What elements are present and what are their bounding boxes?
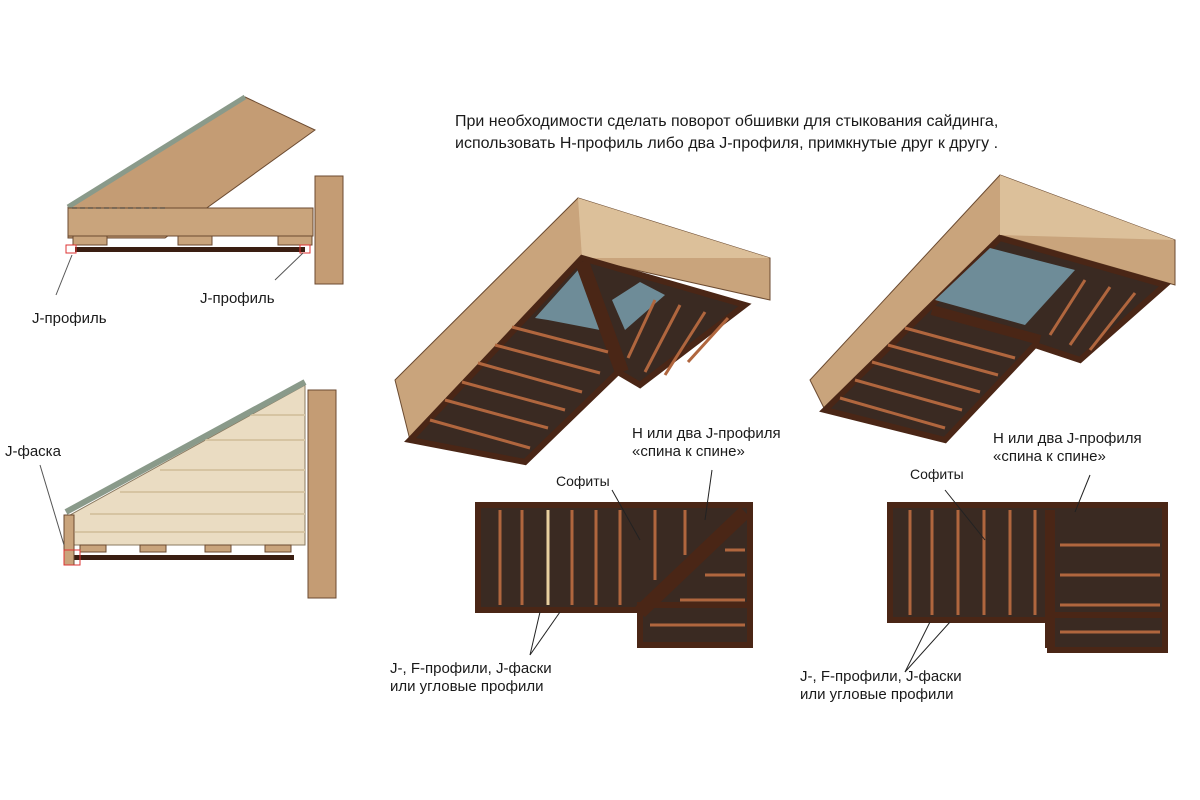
profiles-line-1: J-, F-профили, J-фаски	[390, 660, 552, 677]
j-profile-label-right: J-профиль	[200, 290, 275, 307]
profiles-line-1: J-, F-профили, J-фаски	[800, 668, 962, 685]
eave-section-j-chamfer	[39, 379, 337, 599]
heading-line-1: При необходимости сделать поворот обшивк…	[455, 113, 999, 130]
profiles-line-2: или угловые профили	[800, 686, 954, 703]
h-profile-line-2: «спина к спине»	[993, 448, 1106, 465]
plan-diagonal	[475, 469, 753, 656]
plan-straight	[887, 474, 1168, 673]
profiles-line-2: или угловые профили	[390, 678, 544, 695]
h-profile-line-2: «спина к спине»	[632, 443, 745, 460]
soffit-label-right: Софиты	[910, 466, 964, 482]
heading-line-2: использовать H-профиль либо два J-профил…	[455, 135, 999, 152]
profiles-label-right: J-, F-профили, J-фаски или угловые профи…	[800, 668, 962, 704]
iso-corner-straight	[809, 174, 1176, 444]
heading: При необходимости сделать поворот обшивк…	[455, 111, 998, 155]
j-chamfer-label: J-фаска	[5, 443, 61, 460]
soffit-label-middle: Софиты	[556, 473, 610, 489]
iso-corner-diagonal	[394, 197, 771, 466]
h-profile-label-middle: H или два J-профиля «спина к спине»	[632, 425, 781, 461]
profiles-label-middle: J-, F-профили, J-фаски или угловые профи…	[390, 660, 552, 696]
h-profile-label-right: H или два J-профиля «спина к спине»	[993, 430, 1142, 466]
h-profile-line-1: H или два J-профиля	[632, 425, 781, 442]
j-profile-label-left: J-профиль	[32, 310, 107, 327]
eave-section-j-profile	[55, 94, 344, 296]
h-profile-line-1: H или два J-профиля	[993, 430, 1142, 447]
